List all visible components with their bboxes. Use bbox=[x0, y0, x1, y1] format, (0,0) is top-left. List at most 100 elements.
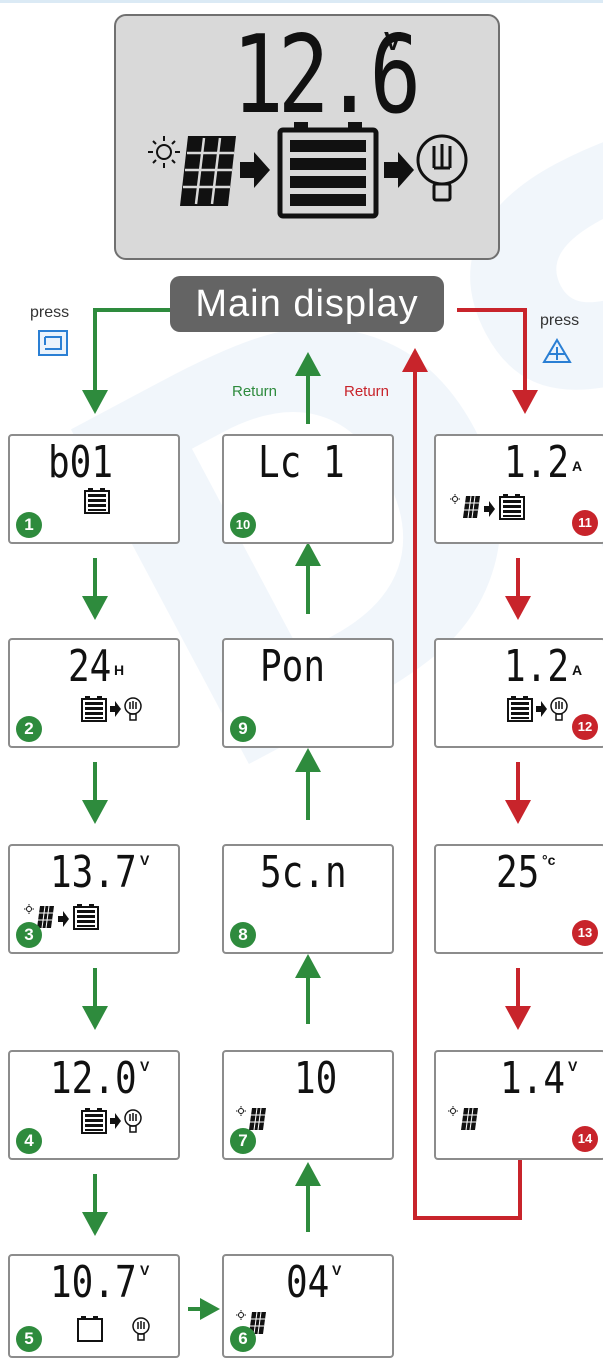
battery-icon bbox=[73, 904, 99, 930]
step-number-badge: 6 bbox=[230, 1326, 256, 1352]
screen-value: 10.7 bbox=[50, 1258, 137, 1308]
step-number-badge: 14 bbox=[572, 1126, 598, 1152]
screen-value: 24 bbox=[68, 642, 112, 692]
screen-unit: A bbox=[572, 662, 583, 678]
screen-icons bbox=[81, 696, 142, 722]
screen-icons bbox=[81, 1108, 142, 1134]
screen-icons bbox=[236, 1310, 266, 1335]
arrow-right-icon bbox=[384, 152, 414, 188]
arrow-right-icon bbox=[536, 701, 547, 717]
screen-value: 1.2 bbox=[504, 642, 570, 692]
arrow-right-icon bbox=[240, 152, 270, 188]
step-number-badge: 4 bbox=[16, 1128, 42, 1154]
step-number-badge: 3 bbox=[16, 922, 42, 948]
arrow-main-to-1 bbox=[93, 308, 170, 392]
sun-icon bbox=[24, 904, 34, 914]
screen-value: 04 bbox=[286, 1258, 330, 1308]
screen-unit: V bbox=[332, 1262, 342, 1278]
screen-icons bbox=[448, 1106, 478, 1131]
arrow-main-to-11 bbox=[457, 308, 527, 392]
screen-box-13: 25°c 13 bbox=[434, 844, 603, 954]
step-number-badge: 12 bbox=[572, 714, 598, 740]
step-number-badge: 5 bbox=[16, 1326, 42, 1352]
solar-panel-icon bbox=[463, 495, 480, 519]
arrow-14-to-main bbox=[413, 370, 522, 1220]
step-number-badge: 8 bbox=[230, 922, 256, 948]
screen-icons bbox=[24, 904, 99, 930]
arrow-right-icon bbox=[110, 701, 121, 717]
screen-icons bbox=[507, 696, 568, 722]
left-press-label: press bbox=[30, 304, 70, 321]
arrow-right-icon bbox=[58, 911, 69, 927]
battery-icon bbox=[81, 1108, 107, 1134]
step-number-badge: 2 bbox=[16, 716, 42, 742]
bulb-icon bbox=[124, 1109, 142, 1133]
screen-unit: V bbox=[568, 1058, 578, 1074]
bulb-icon bbox=[550, 697, 568, 721]
plus-key-icon[interactable] bbox=[542, 338, 572, 364]
step-number-badge: 13 bbox=[572, 920, 598, 946]
screen-unit: A bbox=[572, 458, 583, 474]
battery-icon bbox=[277, 122, 379, 219]
return-label-red: Return bbox=[344, 383, 390, 400]
screen-value: 10 bbox=[294, 1054, 338, 1104]
solar-panel-icon bbox=[37, 905, 54, 929]
screen-value: Pon bbox=[260, 642, 326, 692]
solar-panel-icon bbox=[249, 1311, 266, 1335]
main-voltage-unit: V bbox=[384, 26, 402, 56]
step-number-badge: 7 bbox=[230, 1128, 256, 1154]
solar-panel-icon bbox=[180, 136, 236, 206]
battery-icon bbox=[81, 696, 107, 722]
main-display-label: Main display bbox=[170, 276, 444, 332]
arrow-right-icon bbox=[484, 501, 495, 517]
solar-panel-icon bbox=[461, 1107, 478, 1131]
sun-icon bbox=[236, 1106, 246, 1116]
screen-unit: V bbox=[140, 852, 150, 868]
arrow-right-icon bbox=[110, 1113, 121, 1129]
main-flow-icons bbox=[148, 122, 468, 219]
screen-value: 1.4 bbox=[500, 1054, 566, 1104]
screen-icons bbox=[77, 1316, 150, 1342]
bulb-icon bbox=[124, 697, 142, 721]
screen-value: Lc 1 bbox=[258, 438, 345, 488]
step-number-badge: 11 bbox=[572, 510, 598, 536]
battery-icon bbox=[507, 696, 533, 722]
sun-icon bbox=[450, 494, 460, 504]
bulb-icon bbox=[132, 1317, 150, 1341]
step-number-badge: 9 bbox=[230, 716, 256, 742]
battery-icon bbox=[84, 488, 110, 514]
sun-icon bbox=[236, 1310, 246, 1320]
screen-unit: V bbox=[140, 1262, 150, 1278]
main-lcd-screen: 12.6 V bbox=[114, 14, 500, 260]
solar-panel-icon bbox=[249, 1107, 266, 1131]
screen-unit: V bbox=[140, 1058, 150, 1074]
right-press-label: press bbox=[540, 312, 580, 329]
cycle-key-icon[interactable] bbox=[38, 330, 68, 356]
screen-icons bbox=[84, 488, 110, 514]
main-voltage-value: 12.6 bbox=[232, 13, 421, 139]
screen-box-7: 10 7 bbox=[222, 1050, 394, 1160]
screen-unit: H bbox=[114, 662, 125, 678]
screen-value: 12.0 bbox=[50, 1054, 137, 1104]
step-number-badge: 10 bbox=[230, 512, 256, 538]
bulb-icon bbox=[416, 134, 468, 202]
screen-value: 5c.n bbox=[260, 848, 347, 898]
screen-unit: °c bbox=[542, 852, 556, 868]
screen-icons bbox=[236, 1106, 266, 1131]
sun-icon bbox=[448, 1106, 458, 1116]
empty-battery-icon bbox=[77, 1316, 103, 1342]
screen-value: b01 bbox=[48, 438, 114, 488]
screen-value: 25 bbox=[496, 848, 540, 898]
